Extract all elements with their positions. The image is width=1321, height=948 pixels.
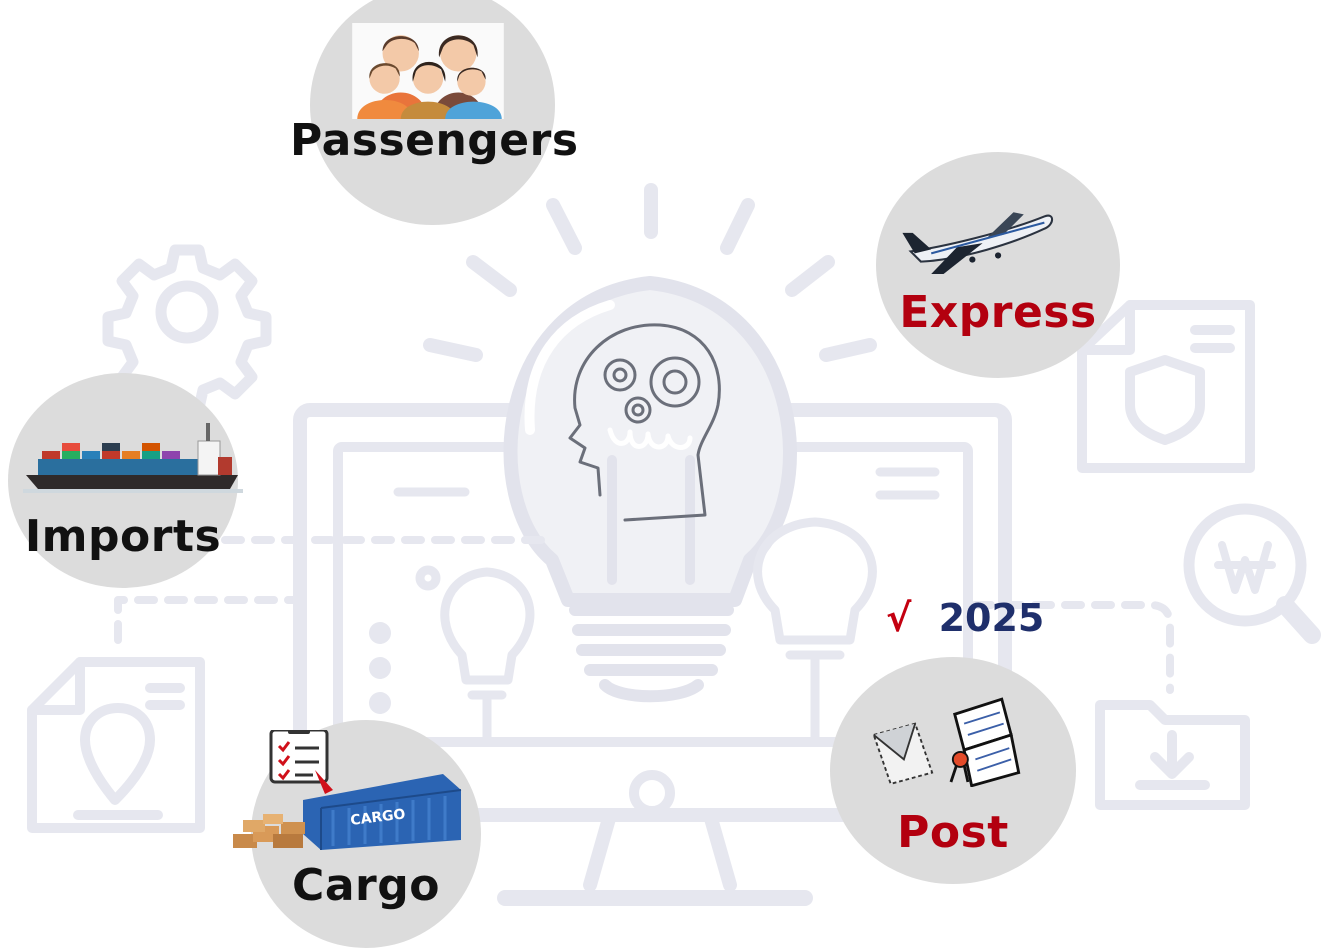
node-cargo: CARGO Cargo bbox=[233, 720, 481, 948]
search-won-icon bbox=[1183, 503, 1321, 644]
node-imports: Imports bbox=[8, 373, 243, 588]
small-lightbulb-icon bbox=[415, 517, 877, 745]
node-post: Post bbox=[830, 657, 1076, 884]
folder-download-icon bbox=[1095, 700, 1250, 810]
node-label: Cargo bbox=[292, 860, 440, 911]
node-label: Express bbox=[899, 287, 1097, 338]
node-label: Imports bbox=[24, 511, 222, 562]
check-mark-icon: √ bbox=[886, 596, 912, 640]
document-shield-icon bbox=[1077, 300, 1255, 473]
status-year: √ 2025 bbox=[886, 596, 1044, 640]
node-express: Express bbox=[876, 152, 1120, 378]
lightbulb-head-gears-icon bbox=[503, 276, 797, 703]
light-rays bbox=[423, 183, 877, 362]
airplane-icon bbox=[902, 212, 1054, 274]
document-location-icon bbox=[27, 657, 205, 833]
cargo-container-icon: CARGO bbox=[233, 730, 462, 850]
node-passengers: Passengers bbox=[290, 0, 578, 225]
people-icon bbox=[352, 23, 504, 119]
dashed-connectors bbox=[114, 536, 1174, 694]
node-label: Passengers bbox=[290, 115, 579, 166]
head-gears-icon bbox=[568, 323, 721, 522]
svg-text:CARGO: CARGO bbox=[350, 806, 407, 829]
mail-envelope-icon bbox=[872, 697, 1021, 787]
year-label: 2025 bbox=[938, 596, 1045, 640]
node-label: Post bbox=[897, 807, 1009, 858]
container-ship-icon bbox=[23, 423, 243, 493]
dots-decoration bbox=[369, 622, 391, 714]
